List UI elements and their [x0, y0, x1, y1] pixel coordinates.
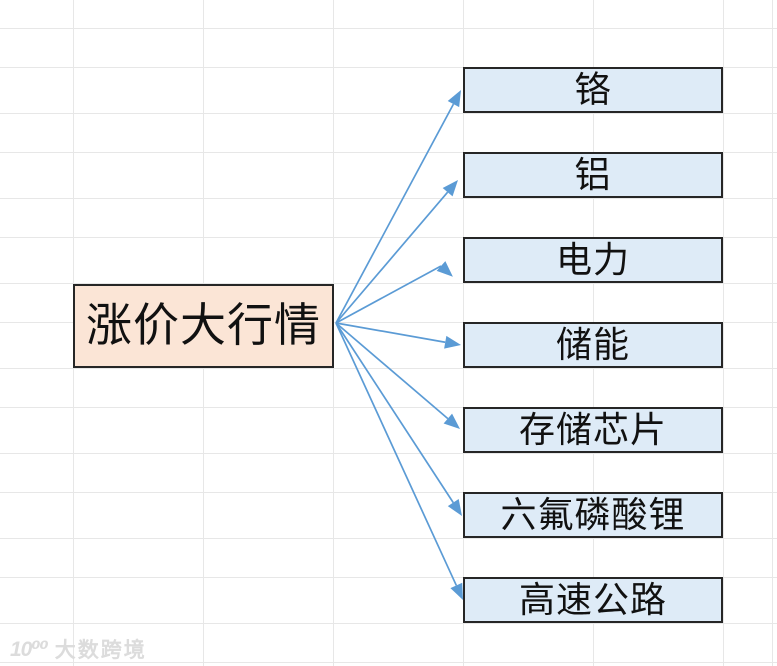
central-node-label: 涨价大行情 [86, 300, 321, 351]
watermark-text: 大数跨境 [54, 639, 147, 662]
target-node-label: 储能 [555, 325, 630, 365]
central-node[interactable]: 涨价大行情 [73, 284, 334, 368]
watermark: 10⁰⁰ 大数跨境 [10, 634, 147, 664]
watermark-logo-icon: 10⁰⁰ [10, 637, 49, 661]
target-node-label: 存储芯片 [518, 410, 667, 450]
target-node[interactable]: 电力 [463, 237, 723, 283]
target-node-label: 铬 [574, 70, 612, 110]
target-node[interactable]: 高速公路 [463, 577, 723, 623]
target-node[interactable]: 铬 [463, 67, 723, 113]
target-node[interactable]: 存储芯片 [463, 407, 723, 453]
target-node-label: 电力 [555, 240, 630, 280]
target-node-label: 高速公路 [518, 580, 667, 620]
target-node[interactable]: 铝 [463, 152, 723, 198]
target-node-label: 铝 [574, 155, 612, 195]
target-node[interactable]: 六氟磷酸锂 [463, 492, 723, 538]
target-node[interactable]: 储能 [463, 322, 723, 368]
target-node-label: 六氟磷酸锂 [500, 495, 686, 535]
